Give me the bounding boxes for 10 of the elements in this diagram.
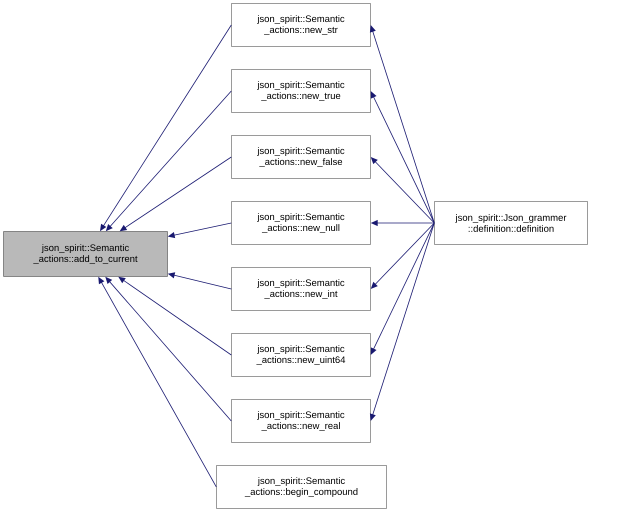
function-box: json_spirit::Semantic _actions::new_real <box>231 399 371 443</box>
function-box-highlighted: json_spirit::Semantic _actions::add_to_current <box>3 231 168 277</box>
function-box: json_spirit::Semantic _actions::new_true <box>231 69 371 113</box>
function-box: json_spirit::Semantic _actions::new_uint64 <box>231 333 371 377</box>
function-box: json_spirit::Json_grammer ::definition::definition <box>434 201 588 245</box>
function-box: json_spirit::Semantic _actions::new_int <box>231 267 371 311</box>
function-box: json_spirit::Semantic _actions::new_str <box>231 3 371 47</box>
function-box: json_spirit::Semantic _actions::begin_compound <box>216 465 387 509</box>
function-box: json_spirit::Semantic _actions::new_false <box>231 135 371 179</box>
function-box: json_spirit::Semantic _actions::new_null <box>231 201 371 245</box>
